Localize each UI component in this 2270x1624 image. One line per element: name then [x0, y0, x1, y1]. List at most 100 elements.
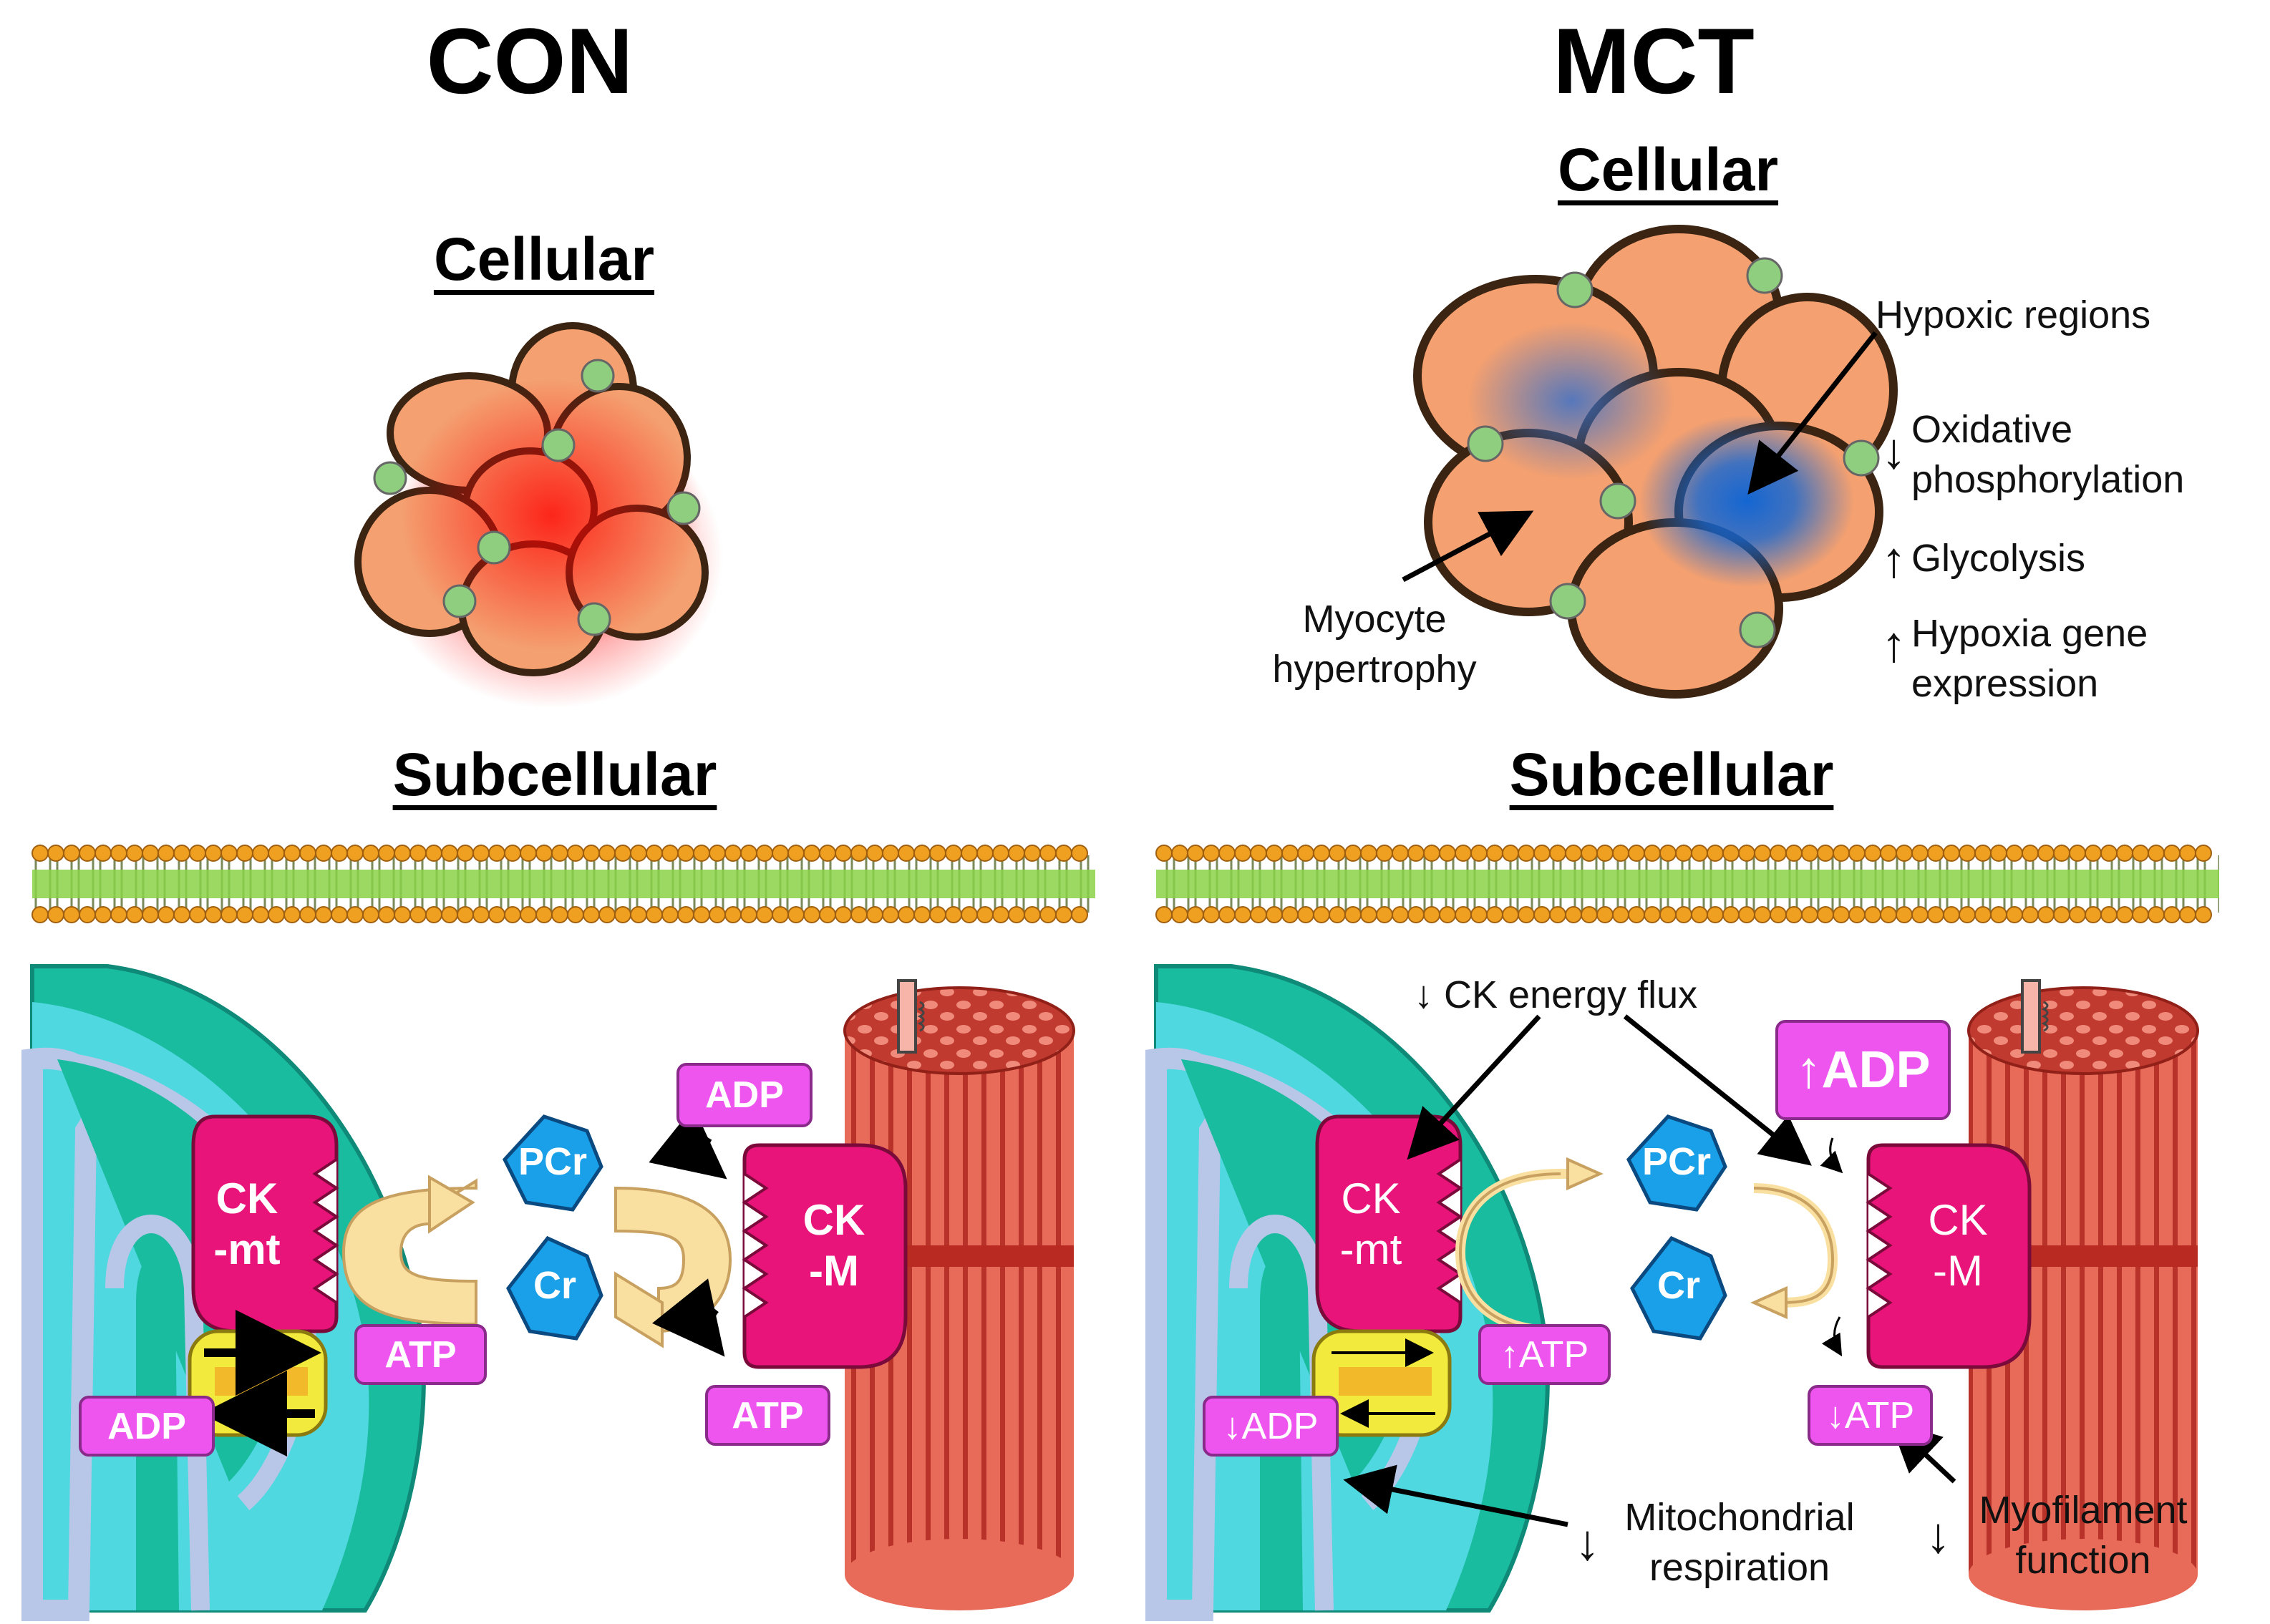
membrane-bead [1943, 845, 1960, 862]
mct-transporter [1311, 1329, 1452, 1437]
membrane-bead [1927, 845, 1944, 862]
membrane-bead [31, 845, 49, 862]
membrane-bead [1644, 906, 1661, 923]
membrane-bead [1218, 906, 1236, 923]
membrane-bead [205, 906, 222, 923]
membrane-bead [709, 906, 726, 923]
con-cellular-heading: Cellular [433, 225, 655, 293]
membrane-bead [1039, 906, 1057, 923]
membrane-bead [756, 845, 773, 862]
membrane-bead [520, 845, 537, 862]
membrane-bead [677, 845, 694, 862]
membrane-bead [630, 906, 647, 923]
mct-cr-hexagon [1630, 1235, 1727, 1341]
con-u-arrow-left [341, 1175, 477, 1326]
membrane-bead [882, 906, 899, 923]
membrane-bead [913, 906, 931, 923]
con-title: CON [426, 9, 634, 113]
membrane-bead [787, 906, 805, 923]
membrane-bead [567, 906, 584, 923]
membrane-bead [1911, 906, 1929, 923]
membrane-bead [535, 906, 553, 923]
con-adp-top-badge: ADP [676, 1063, 813, 1127]
membrane-bead [299, 845, 316, 862]
membrane-bead [1360, 906, 1377, 923]
membrane-bead [677, 906, 694, 923]
membrane-bead [331, 845, 348, 862]
membrane-bead [504, 845, 521, 862]
membrane-bead [2148, 906, 2165, 923]
membrane-bead [1990, 845, 2007, 862]
membrane-bead [2100, 845, 2118, 862]
membrane-bead [2148, 845, 2165, 862]
membrane-bead [1848, 906, 1866, 923]
membrane-bead [1959, 906, 1976, 923]
membrane-bead [929, 906, 946, 923]
con-pcr-hexagon [502, 1114, 603, 1212]
membrane-bead [1911, 845, 1929, 862]
membrane-bead [1974, 845, 1992, 862]
mct-ck-m-enzyme [1866, 1143, 2032, 1369]
membrane-bead [1801, 845, 1818, 862]
membrane-bead [2163, 906, 2181, 923]
down-arrow-icon: ↓ [1575, 1514, 1600, 1570]
membrane-bead [850, 906, 868, 923]
hypoxic-regions-label: Hypoxic regions [1876, 293, 2151, 336]
membrane-bead [1266, 906, 1283, 923]
membrane-bead [709, 845, 726, 862]
membrane-bead [1297, 906, 1314, 923]
membrane-bead [583, 845, 600, 862]
membrane-bead [1470, 906, 1488, 923]
membrane-bead [1008, 906, 1025, 923]
membrane-bead [2195, 845, 2212, 862]
membrane-bead [1518, 906, 1535, 923]
membrane-bead [1801, 906, 1818, 923]
membrane-bead [866, 845, 883, 862]
membrane-bead [1392, 845, 1409, 862]
membrane-bead [913, 845, 931, 862]
con-pcr-label: PCr [518, 1140, 588, 1183]
membrane-bead [441, 906, 458, 923]
membrane-bead [1628, 906, 1645, 923]
membrane-bead [1691, 845, 1708, 862]
membrane-bead [1596, 845, 1614, 862]
membrane-bead [1549, 845, 1566, 862]
membrane-bead [1250, 906, 1267, 923]
membrane-bead [1055, 845, 1072, 862]
membrane-bead [1959, 845, 1976, 862]
membrane-bead [1880, 906, 1897, 923]
membrane-bead [1943, 906, 1960, 923]
membrane-bead [236, 845, 253, 862]
membrane-bead [535, 845, 553, 862]
membrane-bead [472, 845, 490, 862]
membrane-bead [2116, 906, 2133, 923]
membrane-bead [31, 906, 49, 923]
membrane-bead [740, 906, 757, 923]
con-subcellular-heading: Subcellular [392, 741, 717, 808]
membrane-bead [1171, 906, 1188, 923]
membrane-bead [2053, 845, 2070, 862]
membrane-bead [976, 906, 994, 923]
membrane-bead [1155, 845, 1173, 862]
membrane-bead [1612, 845, 1629, 862]
membrane-bead [94, 845, 112, 862]
membrane-bead [724, 845, 742, 862]
membrane-bead [1990, 906, 2007, 923]
mct-adp-top-badge: ↑ADP [1775, 1020, 1951, 1120]
mct-thin-u-arrowheads [1566, 1157, 1788, 1320]
membrane-bead [331, 906, 348, 923]
membrane-bead [1281, 845, 1299, 862]
ck-energy-flux-label: ↓ CK energy flux [1414, 973, 1698, 1016]
mct-subcellular-heading: Subcellular [1509, 741, 1834, 808]
membrane-bead [1024, 906, 1041, 923]
membrane-bead [835, 845, 852, 862]
membrane-bead [315, 845, 332, 862]
membrane-bead [1581, 845, 1598, 862]
membrane-bead [961, 845, 978, 862]
mct-thin-curved-arrows [1820, 1137, 1843, 1357]
membrane-bead [1376, 906, 1393, 923]
membrane-bead [157, 906, 175, 923]
membrane-bead [898, 845, 915, 862]
con-transporter [188, 1310, 328, 1457]
membrane-bead [220, 906, 238, 923]
